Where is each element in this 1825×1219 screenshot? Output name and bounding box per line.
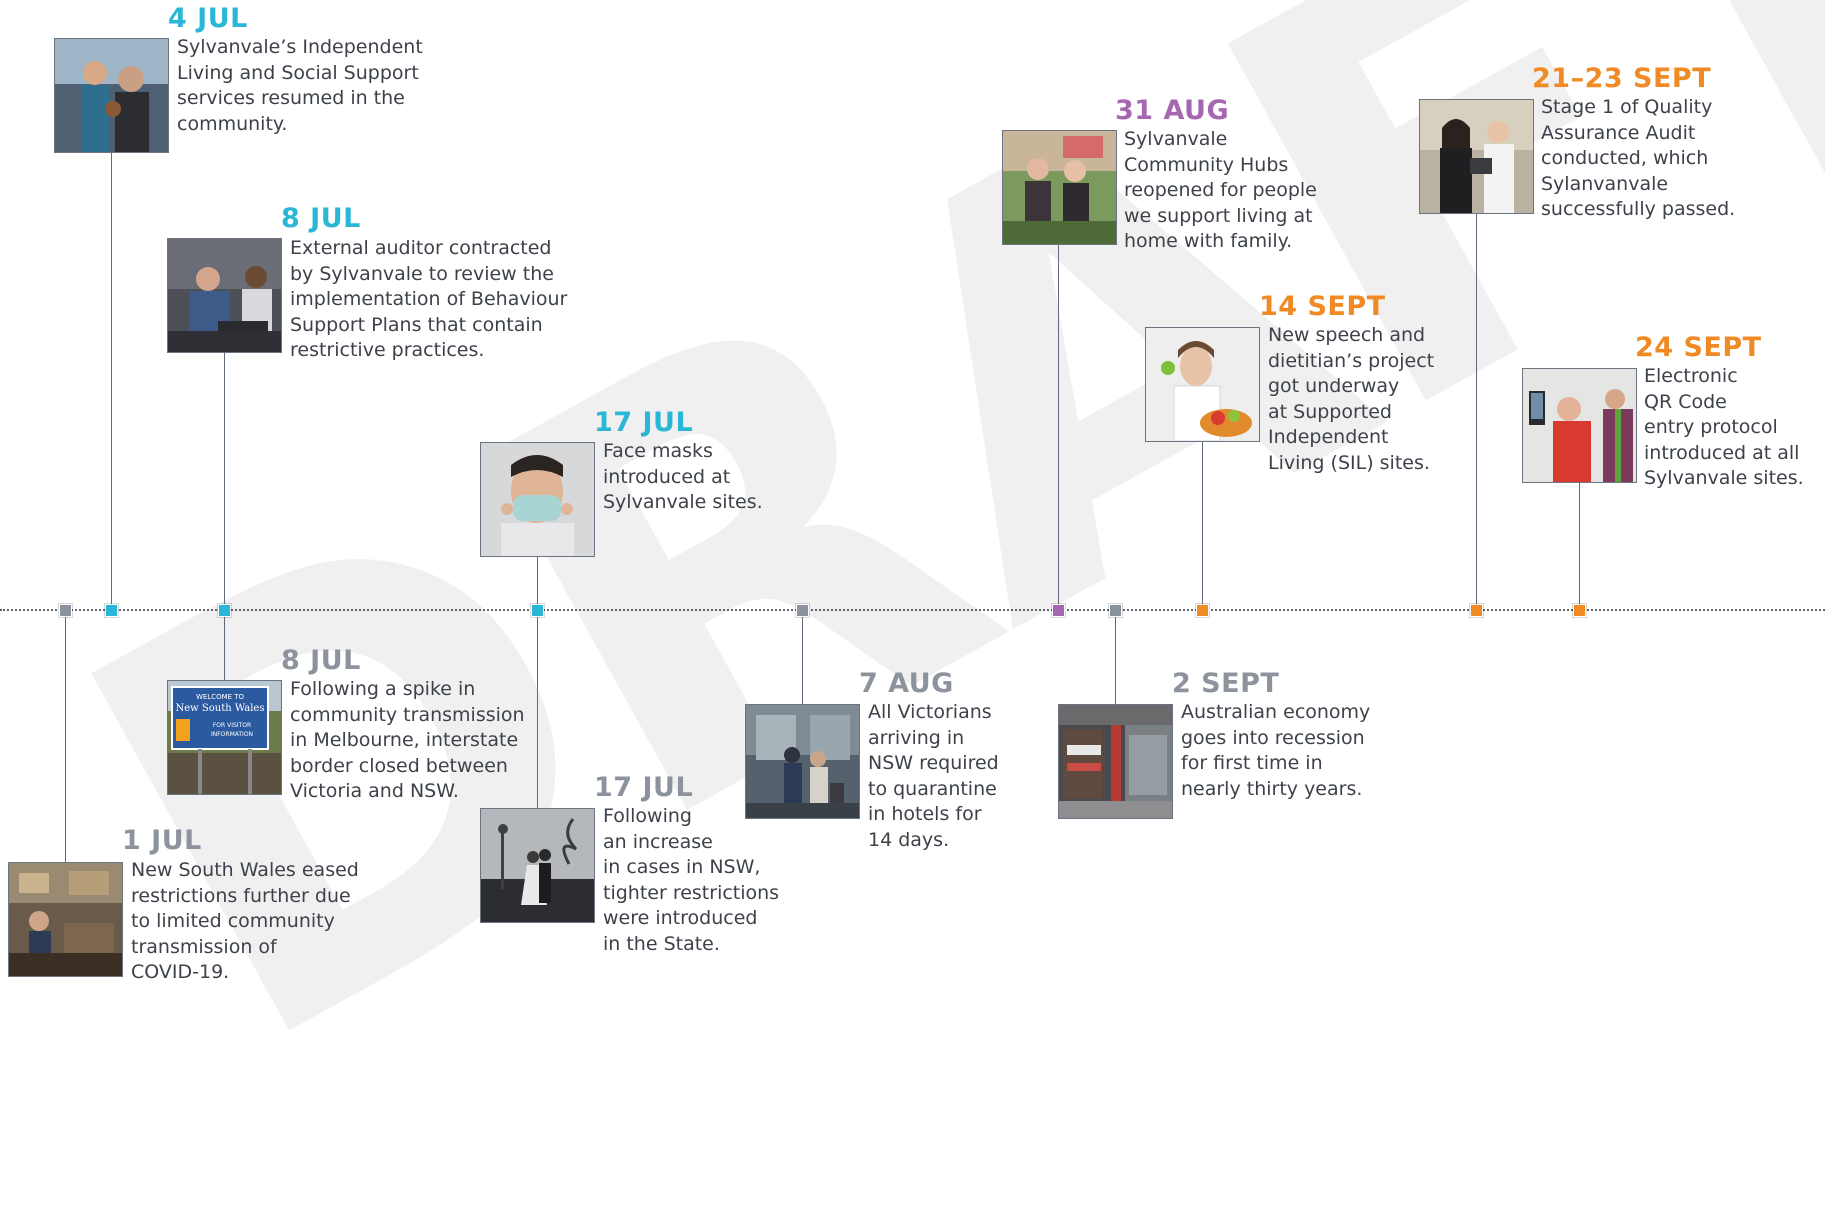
event-date-jul4: 4 JUL [168,3,248,34]
marker-jul1 [58,603,73,618]
event-date-sep14: 14 SEPT [1259,291,1386,322]
event-text-jul8-border: Following a spike in community transmiss… [290,678,525,802]
event-date-jul1: 1 JUL [122,825,202,856]
marker-jul8 [217,603,232,618]
event-text-sep14: New speech and dietitian’s project got u… [1268,324,1435,474]
photo-closed-shops [1058,704,1173,819]
photo-qr-code-entry [1522,368,1637,483]
event-date-jul8-auditor: 8 JUL [281,203,361,234]
event-date-sep24: 24 SEPT [1635,332,1762,363]
connector-jul8-upper [224,350,225,610]
marker-jul17 [530,603,545,618]
connector-sep21 [1476,213,1477,610]
event-date-jul17-restrictions: 17 JUL [594,772,694,803]
connector-sep14 [1202,440,1203,610]
event-text-aug31: Sylvanvale Community Hubs reopened for p… [1124,128,1317,252]
marker-aug31 [1051,603,1066,618]
event-date-aug7: 7 AUG [859,668,954,699]
connector-jul17-upper [537,556,538,610]
photo-two-men-outdoors [54,38,169,153]
event-text-jul17-restrictions: Following an increase in cases in NSW, t… [603,805,780,955]
event-date-aug31: 31 AUG [1115,95,1230,126]
photo-cafe-reopened [8,862,123,977]
timeline-axis [0,609,1825,611]
marker-jul4 [104,603,119,618]
event-text-aug7: All Victorians arriving in NSW required … [868,701,999,851]
event-date-sep2: 2 SEPT [1172,668,1280,699]
event-text-jul4: Sylvanvale’s Independent Living and Soci… [177,36,423,135]
marker-sep24 [1572,603,1587,618]
photo-hotel-quarantine [745,704,860,819]
photo-wedding-couple [480,808,595,923]
marker-sep2 [1108,603,1123,618]
connector-aug31 [1058,244,1059,610]
photo-dietitian [1145,327,1260,442]
connector-jul4 [111,150,112,610]
timeline: DRAFT 4 JUL Sylvanvale’s Independent Li [0,0,1825,1172]
connector-jul1 [65,610,66,862]
photo-auditor-meeting [167,238,282,353]
sign-text-state: New South Wales [176,703,265,714]
photo-nsw-border-sign: WELCOME TO New South Wales FOR VISITOR I… [167,680,282,795]
connector-jul17-lower [537,610,538,808]
sign-text-info: INFORMATION [211,731,253,738]
connector-sep24 [1579,482,1580,610]
photo-face-mask [480,442,595,557]
photo-community-hub [1002,130,1117,245]
sign-text-welcome: WELCOME TO [196,693,245,701]
event-date-sep21: 21–23 SEPT [1532,63,1712,94]
event-date-jul8-border: 8 JUL [281,645,361,676]
marker-sep21 [1469,603,1484,618]
event-text-jul1: New South Wales eased restrictions furth… [131,859,359,983]
event-text-sep24: Electronic QR Code entry protocol introd… [1644,365,1804,489]
event-text-jul17-masks: Face masks introduced at Sylvanvale site… [603,440,763,513]
sign-text-visitor: FOR VISITOR [213,722,251,729]
connector-jul8-lower [224,610,225,680]
event-text-sep2: Australian economy goes into recession f… [1181,701,1371,800]
event-text-sep21: Stage 1 of Quality Assurance Audit condu… [1541,96,1736,220]
marker-aug7 [795,603,810,618]
event-text-jul8-auditor: External auditor contracted by Sylvanval… [290,237,568,361]
photo-quality-audit [1419,99,1534,214]
connector-aug7 [802,610,803,704]
event-date-jul17-masks: 17 JUL [594,407,694,438]
marker-sep14 [1195,603,1210,618]
connector-sep2 [1115,610,1116,704]
